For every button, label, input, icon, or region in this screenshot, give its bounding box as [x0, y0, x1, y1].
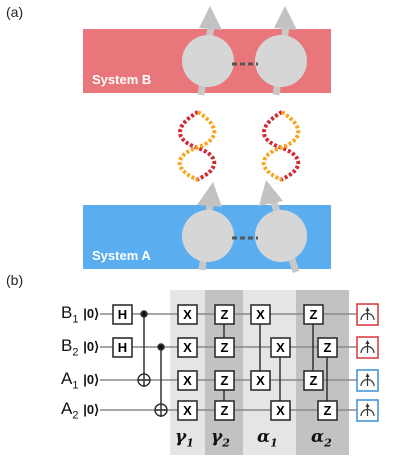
z-gate-gamma2-q4: Z — [214, 400, 235, 421]
svg-text:Z: Z — [324, 403, 332, 418]
svg-text:X: X — [183, 340, 192, 355]
z-gate-alpha2-q1: Z — [303, 304, 324, 325]
cnot-b2-a2 — [154, 343, 168, 417]
measurement-b2 — [356, 336, 379, 359]
param-label-gamma2: γ2 — [211, 427, 230, 450]
z-gate-gamma2-q2: Z — [214, 337, 235, 358]
system-a-label: System A — [92, 248, 151, 263]
cnot-b1-a1 — [137, 310, 151, 387]
z-gate-alpha2-q4: Z — [317, 400, 338, 421]
svg-text:H: H — [118, 340, 127, 355]
z-gate-alpha2-q3: Z — [303, 370, 324, 391]
qubit-label-b2: B2 |0⟩ — [61, 336, 100, 359]
z-gate-alpha2-q2: Z — [317, 337, 338, 358]
z-gate-gamma2-q1: Z — [214, 304, 235, 325]
svg-text:Z: Z — [324, 340, 332, 355]
z-gate-gamma2-q3: Z — [214, 370, 235, 391]
param-label-alpha1: α1 — [257, 427, 278, 450]
entanglement-helix-right — [261, 110, 301, 182]
spin-b2 — [255, 6, 307, 96]
x-gate-gamma1-q1: X — [177, 304, 198, 325]
x-gate-gamma1-q2: X — [177, 337, 198, 358]
spin-a2 — [255, 180, 307, 274]
svg-text:X: X — [276, 403, 285, 418]
entanglement-helix-left — [177, 110, 217, 182]
x-gate-gamma1-q3: X — [177, 370, 198, 391]
hadamard-gate-b1: H — [112, 304, 133, 325]
svg-text:X: X — [276, 340, 285, 355]
panel-label-a: (a) — [6, 4, 24, 20]
x-gate-alpha1-q3: X — [250, 370, 271, 391]
svg-text:X: X — [183, 403, 192, 418]
measurement-a1 — [356, 369, 379, 392]
param-label-alpha2: α2 — [311, 427, 332, 450]
svg-text:X: X — [183, 373, 192, 388]
spin-a1 — [182, 182, 234, 271]
svg-text:Z: Z — [221, 340, 229, 355]
x-gate-alpha1-q4: X — [270, 400, 291, 421]
svg-text:Z: Z — [221, 403, 229, 418]
qubit-label-b1: B1 |0⟩ — [61, 303, 100, 326]
svg-text:X: X — [256, 373, 265, 388]
qubit-label-a2: A2 |0⟩ — [61, 399, 100, 422]
svg-text:H: H — [118, 307, 127, 322]
svg-text:Z: Z — [310, 307, 318, 322]
x-gate-alpha1-q1: X — [250, 304, 271, 325]
measurement-a2 — [356, 399, 379, 422]
panel-label-b: (b) — [6, 272, 24, 288]
measurement-b1 — [356, 303, 379, 326]
spin-b1 — [182, 6, 234, 96]
param-label-gamma1: γ1 — [175, 427, 194, 450]
x-gate-gamma1-q4: X — [177, 400, 198, 421]
svg-text:X: X — [256, 307, 265, 322]
x-gate-alpha1-q2: X — [270, 337, 291, 358]
svg-text:Z: Z — [310, 373, 318, 388]
svg-text:Z: Z — [221, 307, 229, 322]
svg-text:Z: Z — [221, 373, 229, 388]
hadamard-gate-b2: H — [112, 337, 133, 358]
svg-text:X: X — [183, 307, 192, 322]
system-b-label: System B — [92, 72, 152, 87]
qubit-label-a1: A1 |0⟩ — [61, 369, 100, 392]
